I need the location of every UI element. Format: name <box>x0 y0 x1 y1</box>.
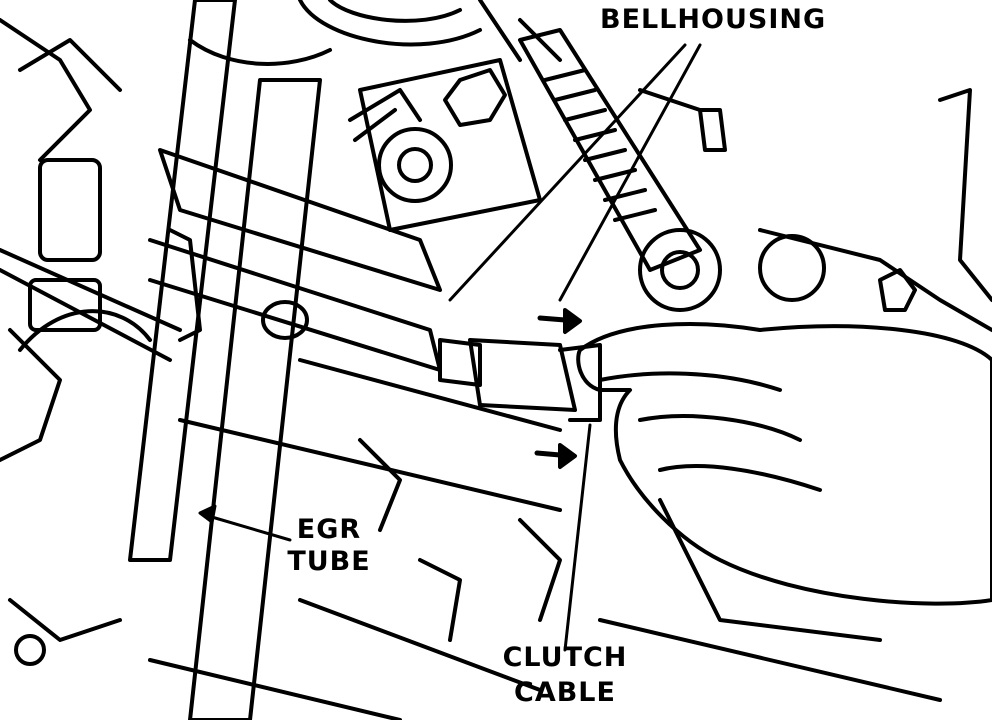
motion-arrows <box>534 308 582 469</box>
bellhousing-label: BELLHOUSING <box>600 4 827 35</box>
cable-end-and-hand <box>438 322 992 606</box>
bellhousing-leader-a <box>448 43 687 302</box>
bellhousing-edge <box>758 88 992 332</box>
egr-tube-label-line1: EGR <box>296 514 362 545</box>
leader-lines <box>198 43 702 652</box>
left-fittings <box>0 18 182 666</box>
arrow-right-icon <box>558 443 577 469</box>
bellhousing-leader-b <box>558 43 702 302</box>
clutch-cable-leader <box>563 423 592 652</box>
egr-tube-leader <box>203 513 292 542</box>
egr-tube-label-line2: TUBE <box>287 546 371 577</box>
clutch-cable-label-line1: CLUTCH <box>502 642 628 673</box>
egr-arrowhead-icon <box>198 504 217 524</box>
upper-hoses <box>298 0 562 62</box>
arrow-right-icon <box>563 308 582 334</box>
clutch-cable-boot <box>518 28 826 312</box>
clutch-cable-label-line2: CABLE <box>514 677 616 708</box>
mounting-bracket <box>348 58 542 232</box>
engine-block <box>148 148 942 720</box>
